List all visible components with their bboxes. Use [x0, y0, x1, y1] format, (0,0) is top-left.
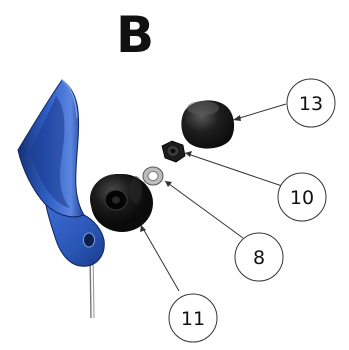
callout-label: 10: [290, 187, 314, 209]
callout-circle: [234, 232, 284, 282]
callout-11: 11: [168, 293, 218, 343]
callout-circle: [286, 78, 336, 128]
leader-11: [140, 224, 180, 292]
callout-13: 13: [286, 78, 336, 128]
callout-label: 8: [253, 247, 265, 269]
leader-lines: [140, 103, 287, 292]
arrow-13: [233, 115, 241, 121]
nut-part: [161, 140, 186, 163]
leader-8: [164, 180, 244, 239]
bracket-part: [17, 79, 105, 267]
callout-label: 13: [299, 93, 323, 115]
arrow-8: [165, 181, 172, 187]
diagram-title: B: [116, 6, 154, 64]
cap-part: [181, 100, 235, 149]
callout-circle: [277, 172, 327, 222]
callout-circle: [168, 293, 218, 343]
arrow-10: [185, 151, 192, 157]
leader-10: [184, 152, 283, 187]
callout-10: 10: [277, 172, 327, 222]
bumper-part: [90, 174, 153, 232]
callout-8: 8: [234, 232, 284, 282]
callout-label: 11: [181, 308, 205, 330]
arrow-11: [140, 225, 146, 232]
leader-13: [232, 103, 287, 121]
washer-part: [142, 166, 164, 186]
arrowheads: [140, 115, 241, 232]
